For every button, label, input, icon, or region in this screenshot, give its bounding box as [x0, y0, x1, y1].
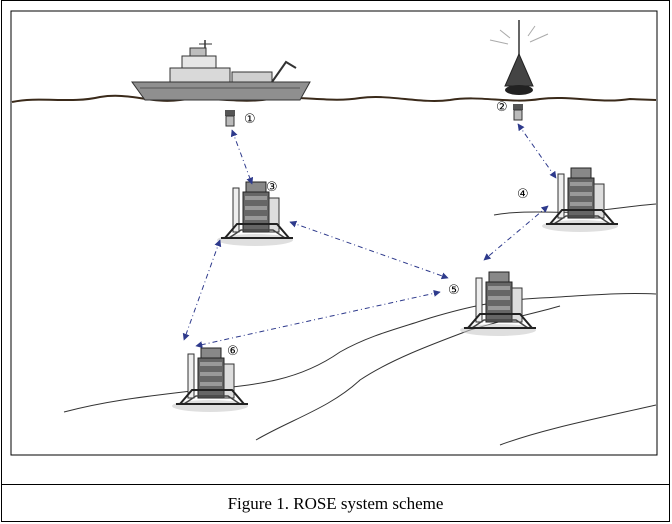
- station-label-6: ⑥: [227, 344, 239, 359]
- link-5-6: [195, 289, 441, 349]
- link-3-6: [182, 239, 222, 341]
- sea-surface-line: [11, 94, 657, 103]
- inner-frame: [10, 10, 658, 456]
- link-2-4: [517, 123, 557, 179]
- station-5-icon: [459, 271, 537, 337]
- station-label-3: ③: [266, 180, 278, 195]
- buoy-icon: [489, 20, 549, 95]
- figure-caption: Figure 1. ROSE system scheme: [227, 493, 444, 513]
- station-label-2: ②: [496, 100, 508, 115]
- transducer-1-icon: [225, 110, 235, 127]
- link-3-5: [289, 220, 449, 280]
- station-3-icon: [216, 181, 294, 247]
- rose-system-diagram: ① ② ③ ④ ⑤ ⑥: [10, 10, 658, 456]
- link-1-3: [230, 129, 254, 185]
- seabed-line: [63, 292, 657, 413]
- station-label-5: ⑤: [448, 283, 460, 298]
- station-label-4: ④: [517, 187, 529, 202]
- seabed-line-3: [499, 404, 657, 446]
- station-label-1: ①: [244, 112, 256, 127]
- link-4-5: [483, 205, 549, 261]
- caption-divider: [1, 484, 670, 485]
- transducer-2-icon: [513, 104, 523, 121]
- station-4-icon: [541, 167, 619, 233]
- ship-icon: [131, 40, 311, 101]
